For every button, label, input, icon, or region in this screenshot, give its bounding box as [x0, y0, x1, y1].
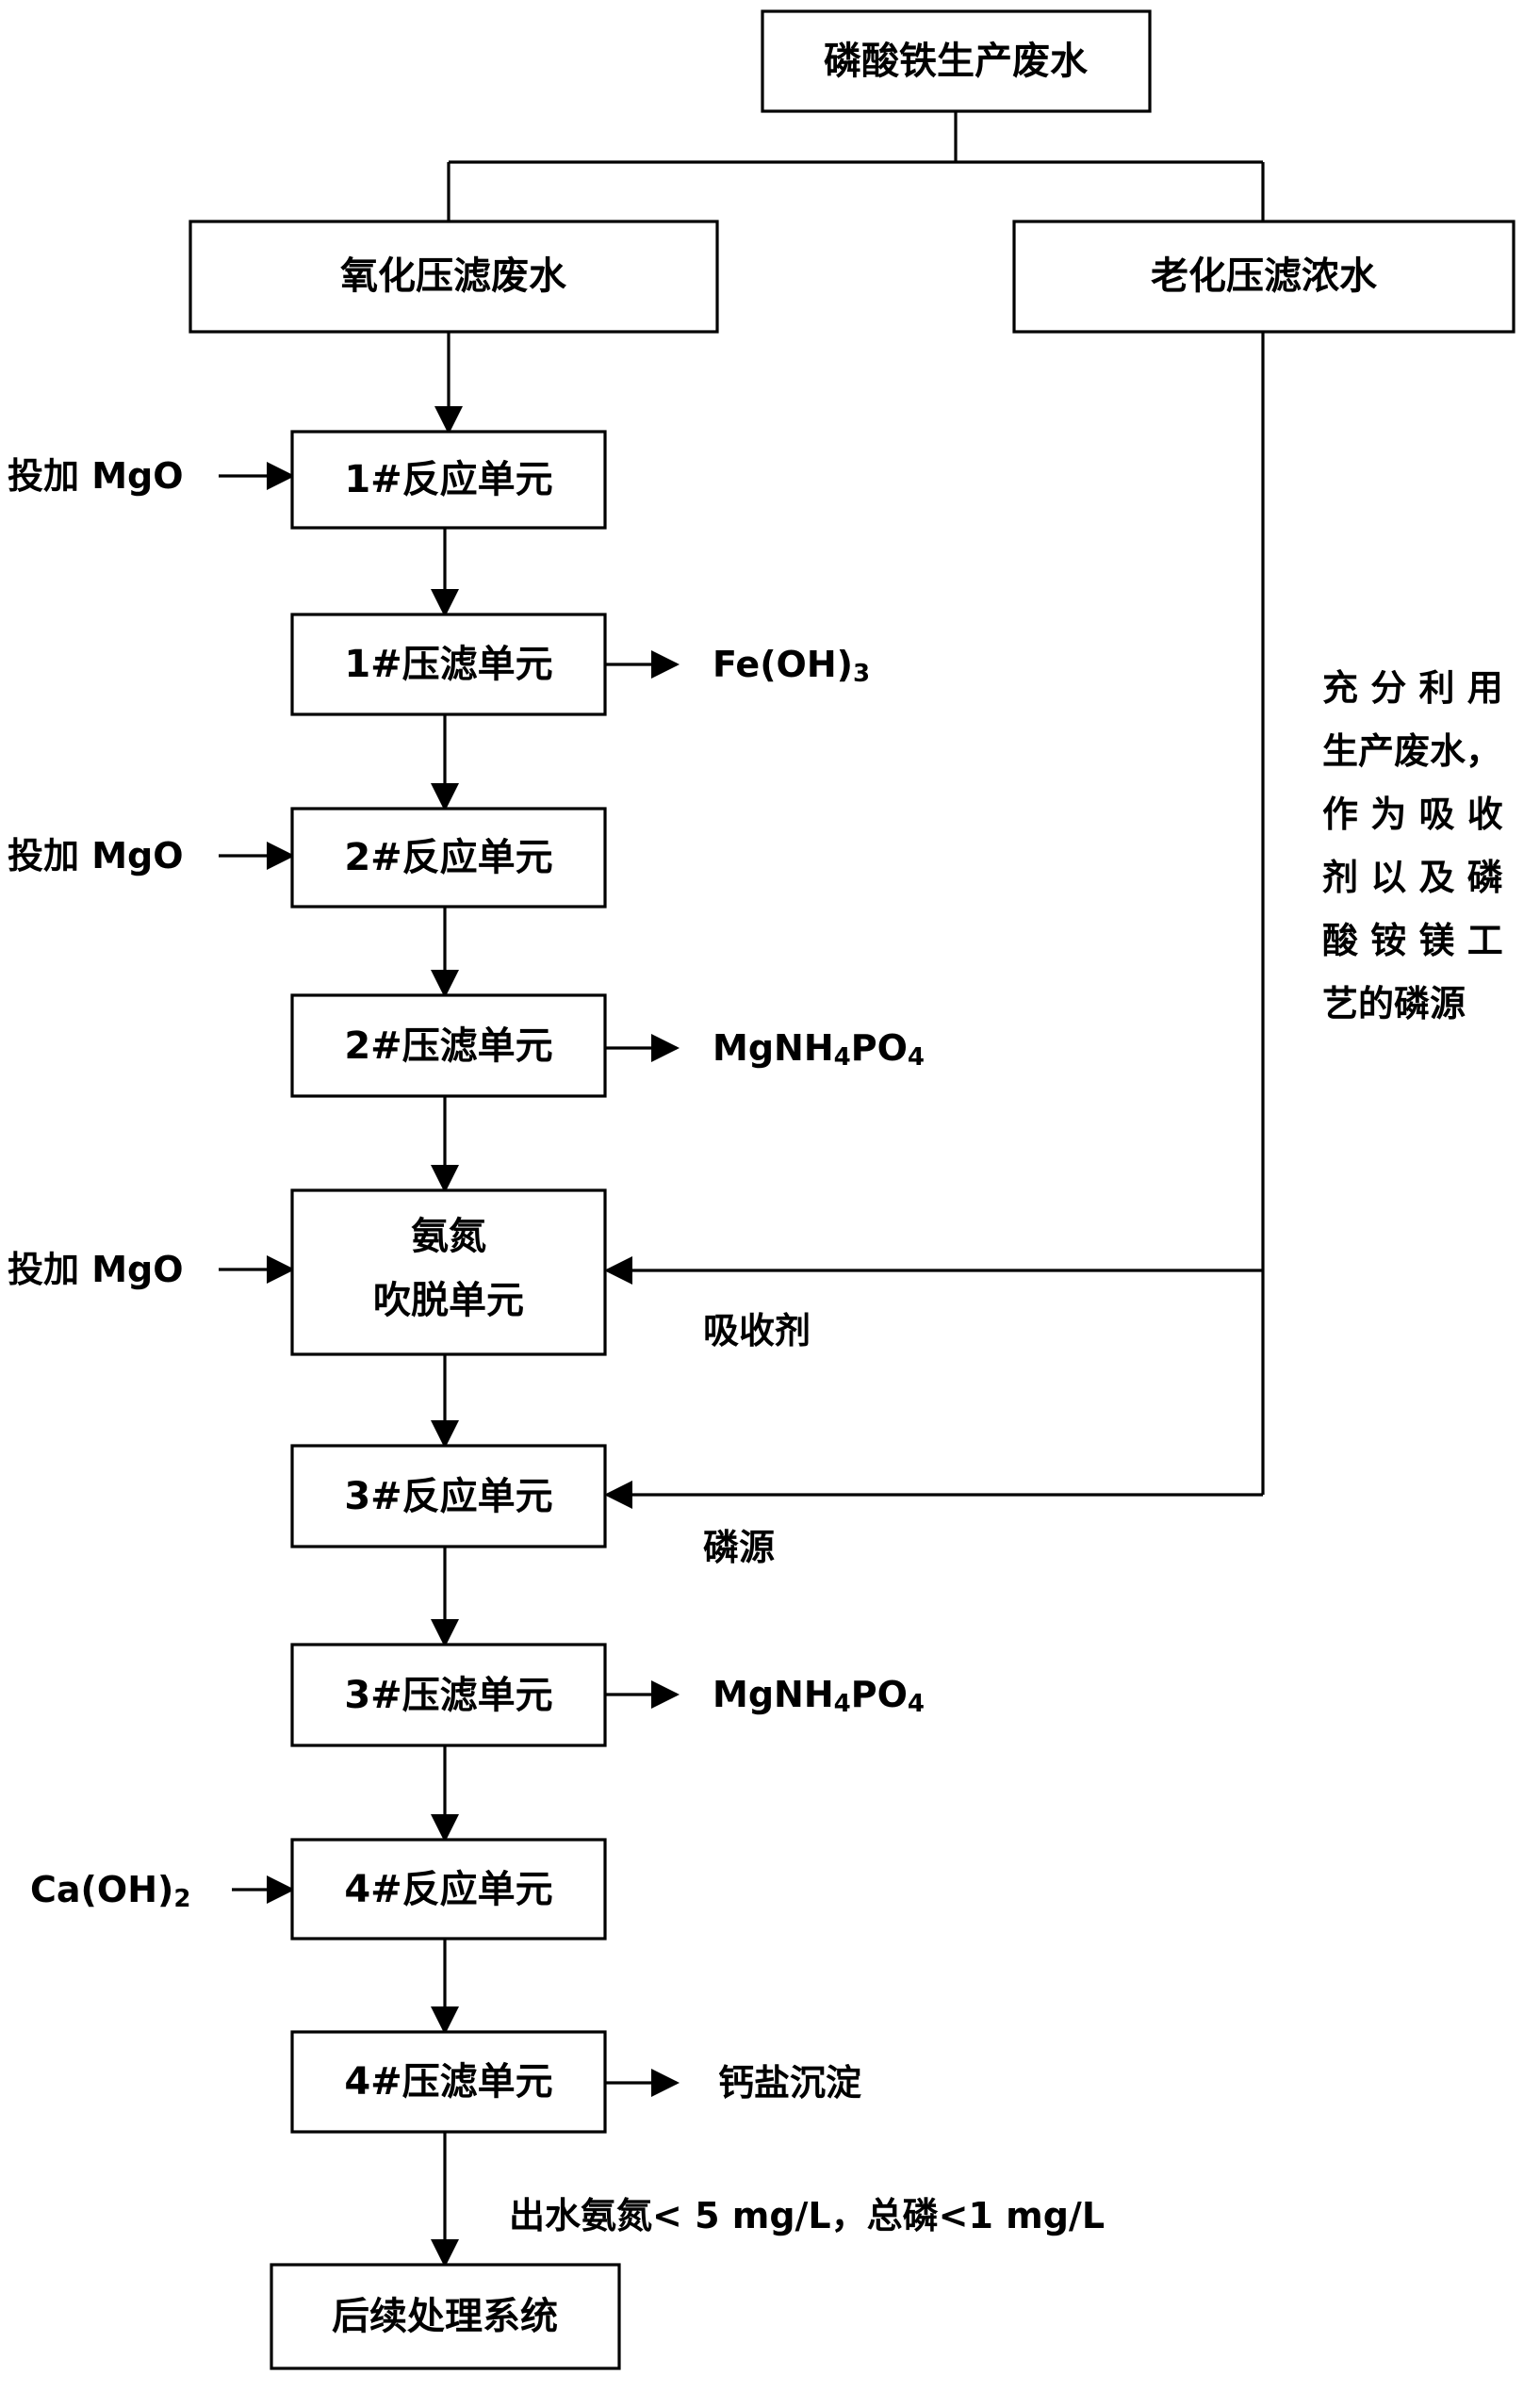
node-aging-concentrate: 老化压滤浓水 — [1012, 220, 1515, 334]
node-reaction-unit-2: 2#反应单元 — [290, 807, 607, 909]
note-line: 作 为 吸 收 — [1322, 794, 1503, 835]
svg-text:2#反应单元: 2#反应单元 — [344, 836, 552, 879]
svg-text:3#压滤单元: 3#压滤单元 — [344, 1674, 552, 1717]
svg-text:2#压滤单元: 2#压滤单元 — [344, 1024, 552, 1068]
node-reaction-unit-3: 3#反应单元 — [290, 1444, 607, 1548]
node-reaction-unit-4: 4#反应单元 — [290, 1838, 607, 1941]
note-line: 艺的磷源 — [1322, 983, 1466, 1024]
svg-text:3#反应单元: 3#反应单元 — [344, 1475, 552, 1518]
node-downstream-system: 后续处理系统 — [270, 2263, 621, 2370]
note-line: 生产废水， — [1322, 730, 1501, 772]
svg-text:后续处理系统: 后续处理系统 — [332, 2295, 558, 2338]
input-mgo-1: 投加 MgO — [8, 455, 184, 497]
svg-text:氨氮: 氨氮 — [411, 1215, 486, 1258]
label-absorbent: 吸收剂 — [703, 1310, 811, 1351]
svg-text:磷酸铁生产废水: 磷酸铁生产废水 — [824, 40, 1089, 83]
node-ammonia-stripping-unit: 氨氮 吹脱单元 — [290, 1188, 607, 1356]
svg-text:1#反应单元: 1#反应单元 — [344, 458, 552, 501]
label-effluent-quality: 出水氨氮< 5 mg/L，总磷<1 mg/L — [509, 2195, 1105, 2236]
note-line: 酸 铵 镁 工 — [1322, 920, 1503, 961]
label-phosphorus-source: 磷源 — [703, 1527, 775, 1568]
node-filter-unit-2: 2#压滤单元 — [290, 993, 607, 1098]
output-mgnh4po4-b: MgNH4PO4 — [713, 1674, 925, 1718]
input-mgo-3: 投加 MgO — [8, 1249, 184, 1290]
svg-text:1#压滤单元: 1#压滤单元 — [344, 643, 552, 686]
node-source: 磷酸铁生产废水 — [761, 9, 1152, 113]
svg-text:4#压滤单元: 4#压滤单元 — [344, 2060, 552, 2104]
svg-text:氧化压滤废水: 氧化压滤废水 — [340, 254, 567, 298]
output-calcium-precipitate: 钙盐沉淀 — [718, 2062, 861, 2104]
connectors — [219, 111, 1265, 2268]
side-note: 充 分 利 用 生产废水， 作 为 吸 收 剂 以 及 磷 酸 铵 镁 工 艺的… — [1322, 667, 1503, 1024]
svg-text:吹脱单元: 吹脱单元 — [373, 1279, 524, 1322]
output-mgnh4po4-a: MgNH4PO4 — [713, 1027, 925, 1072]
note-line: 剂 以 及 磷 — [1322, 857, 1503, 898]
node-filter-unit-1: 1#压滤单元 — [290, 613, 607, 716]
node-filter-unit-3: 3#压滤单元 — [290, 1643, 607, 1747]
input-mgo-2: 投加 MgO — [8, 835, 184, 876]
svg-text:4#反应单元: 4#反应单元 — [344, 1868, 552, 1911]
output-feoh3: Fe(OH)3 — [713, 644, 870, 688]
node-filter-unit-4: 4#压滤单元 — [290, 2030, 607, 2134]
node-oxidation-filtrate: 氧化压滤废水 — [188, 220, 719, 334]
node-reaction-unit-1: 1#反应单元 — [290, 430, 607, 530]
input-caoh2: Ca(OH)2 — [30, 1869, 190, 1913]
note-line: 充 分 利 用 — [1322, 667, 1503, 709]
svg-text:老化压滤浓水: 老化压滤浓水 — [1151, 254, 1378, 298]
